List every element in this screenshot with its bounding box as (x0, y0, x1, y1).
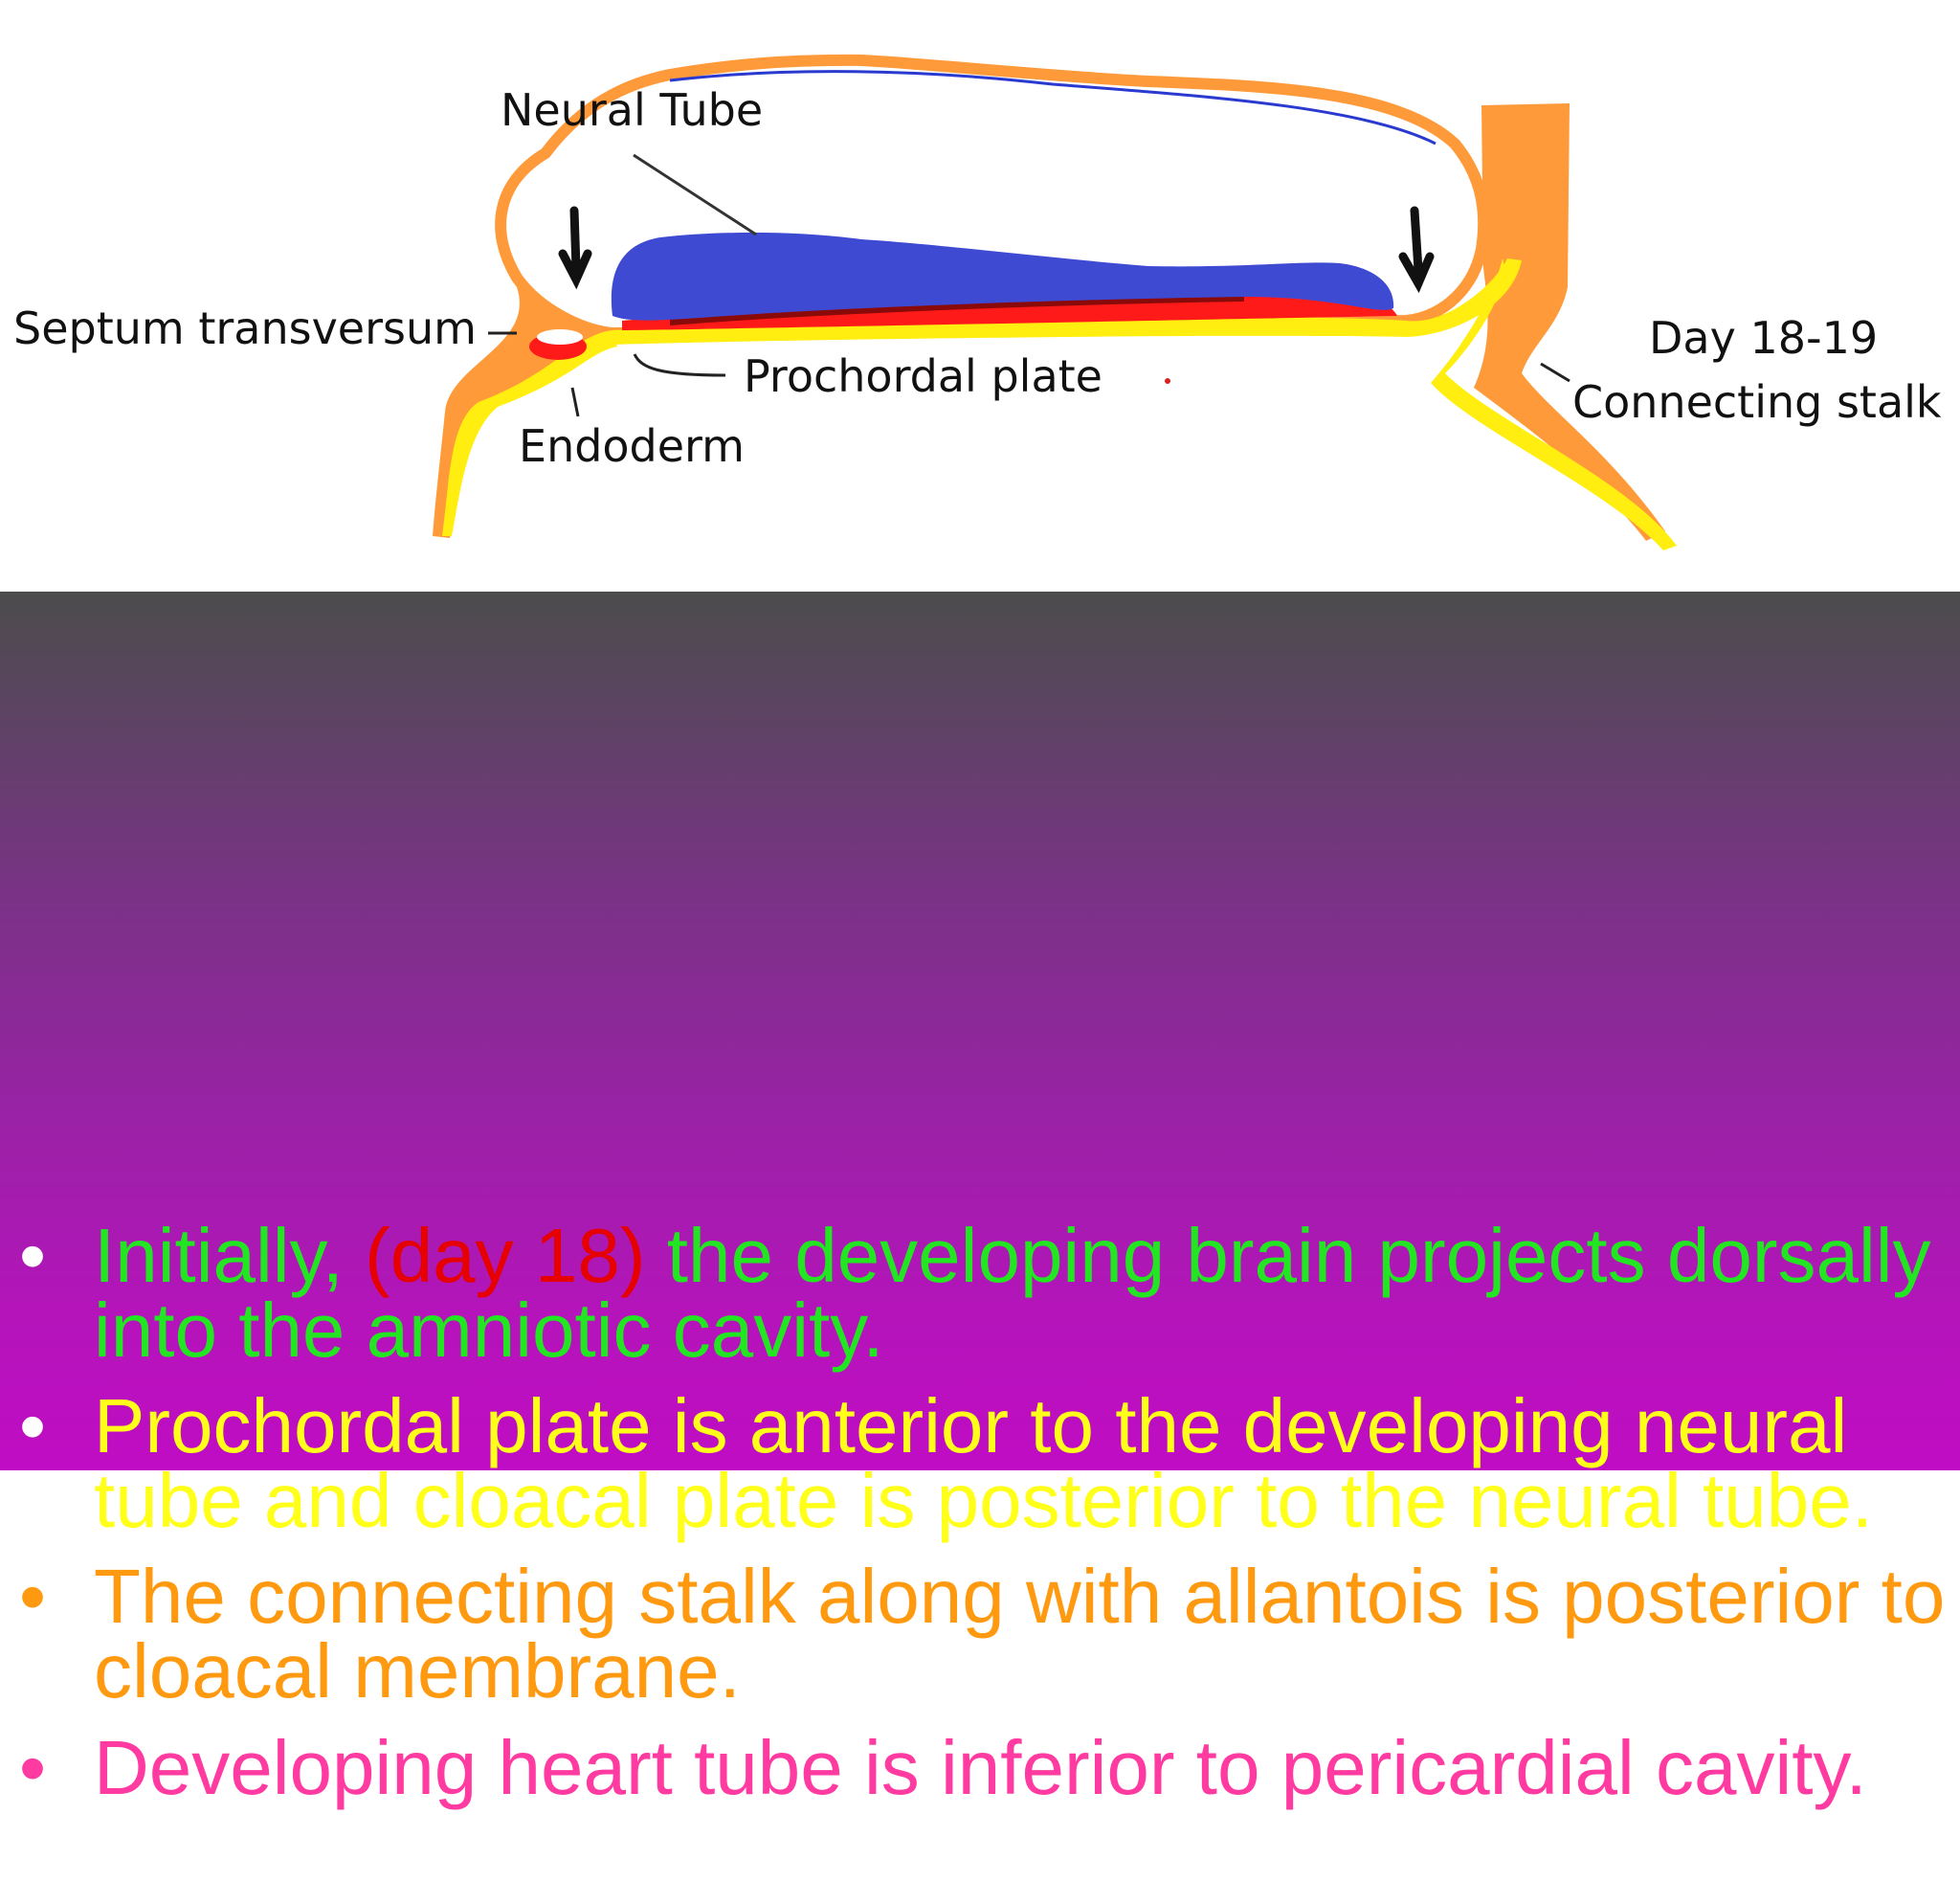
label-day: Day 18-19 (1649, 312, 1879, 364)
bullet-text-5: Septum transversum is anterior to perica… (94, 1819, 1850, 1904)
label-neural-tube: Neural Tube (501, 84, 764, 136)
bullet-text-4: Developing heart tube is inferior to per… (94, 1725, 1867, 1810)
bullet-dot-2: • (19, 1383, 47, 1468)
fold-arrow-right-icon (1398, 206, 1435, 294)
connecting-stalk-shape (1474, 103, 1665, 541)
neural-tube-shape (611, 232, 1394, 321)
bullet-1-part-2: (day 18) (365, 1213, 646, 1298)
notochord-layer (670, 292, 1244, 325)
label-connecting-stalk: Connecting stalk (1572, 376, 1942, 428)
red-dot (1165, 378, 1170, 384)
label-endoderm: Endoderm (519, 420, 745, 472)
endoderm-left-curve (442, 330, 617, 536)
mesoderm-layer (622, 295, 1397, 330)
endoderm-right-curve (1431, 258, 1677, 550)
bullet-text-3: The connecting stalk along with allantoi… (94, 1554, 1946, 1714)
bullet-dot-3: • (19, 1554, 47, 1639)
embryo-diagram: Neural Tube Septum transversum Prochorda… (0, 0, 1960, 592)
bullet-1-part-3: the developing brain projects dorsally i… (94, 1213, 1931, 1373)
bullet-text-2: Prochordal plate is anterior to the deve… (94, 1383, 1873, 1543)
bullet-text-1: Initially, (day 18) the developing brain… (94, 1218, 1950, 1369)
label-septum-transversum: Septum transversum (13, 302, 477, 354)
bullet-panel: • Initially, (day 18) the developing bra… (0, 592, 1960, 1900)
leader-prochordal (633, 353, 726, 377)
bullet-dot-5: • (19, 1819, 47, 1904)
amnion-inner-line (669, 70, 1437, 146)
embryo-diagram-svg (433, 54, 1677, 550)
fold-arrow-left-icon (558, 206, 592, 290)
leader-connecting-stalk (1540, 362, 1570, 383)
bullet-dot-1: • (19, 1213, 47, 1298)
bullet-dot-4: • (19, 1725, 47, 1810)
bullet-1-part-1: Initially, (94, 1213, 366, 1298)
leader-neural-tube (633, 153, 757, 236)
septum-transversum-white (537, 329, 583, 345)
leader-endoderm (570, 387, 580, 417)
label-prochordal-plate: Prochordal plate (744, 350, 1102, 402)
